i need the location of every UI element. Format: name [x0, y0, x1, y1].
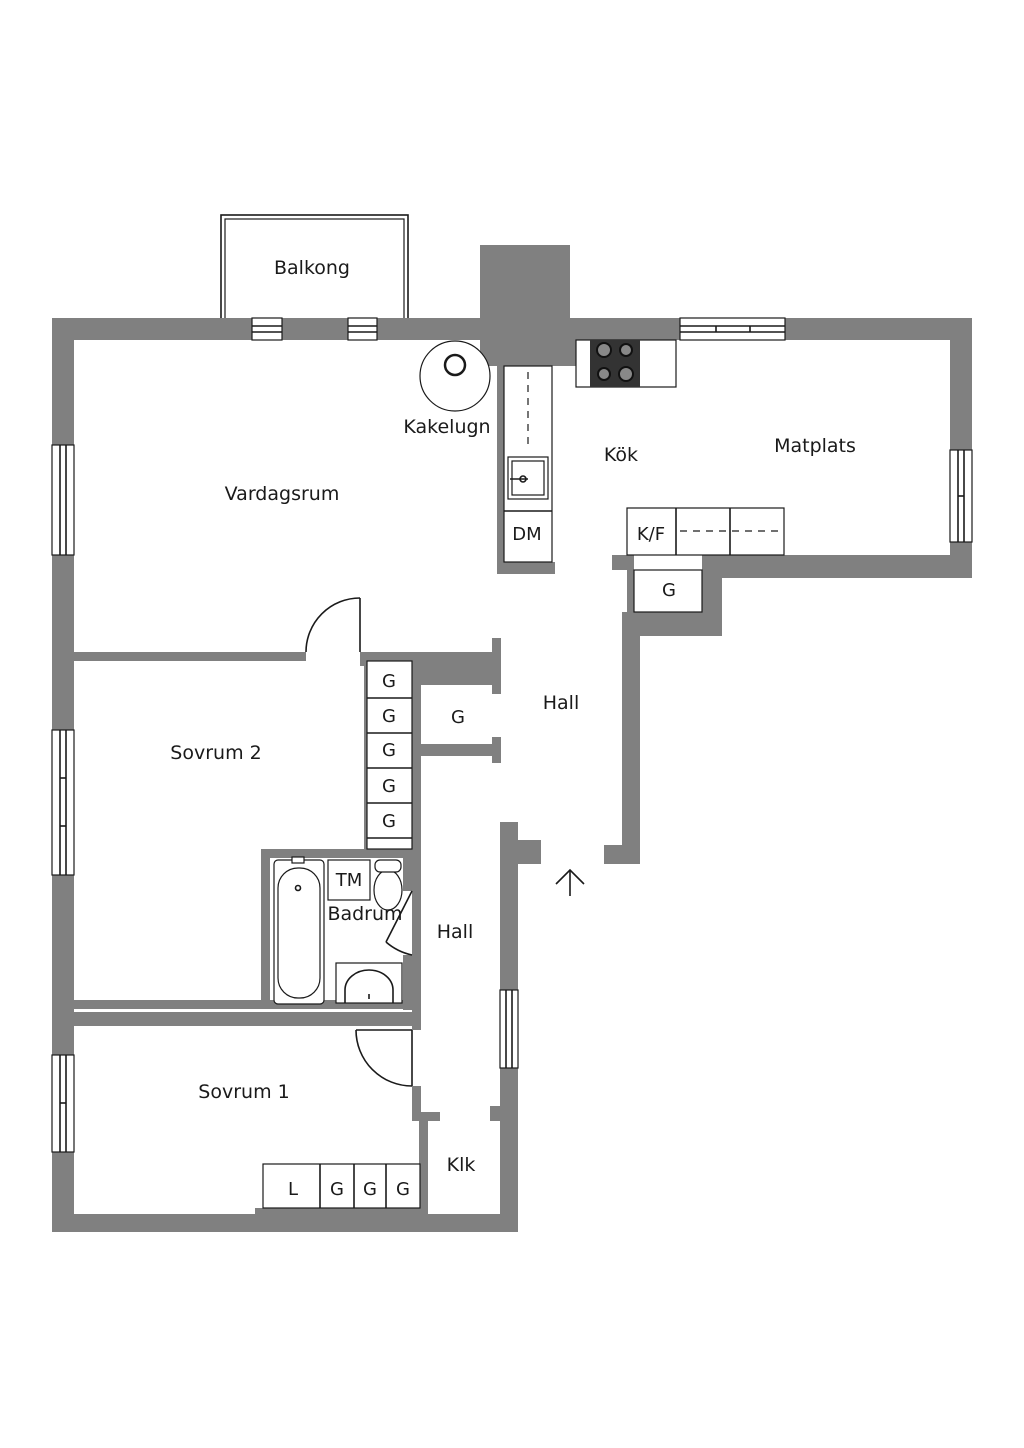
label-balcony: Balkong — [274, 257, 350, 279]
exterior-walls — [52, 318, 972, 1232]
label-bathroom: Badrum — [327, 903, 402, 925]
label-hall-lower: Hall — [437, 921, 474, 943]
label-hall-upper: Hall — [543, 692, 580, 714]
bathroom-fixtures — [273, 856, 403, 1005]
label-tiled-stove: Kakelugn — [403, 416, 490, 438]
label-wardrobe-5: G — [382, 811, 396, 832]
label-kitchen: Kök — [604, 444, 638, 466]
interior-walls — [74, 366, 634, 1216]
label-closet-b1: G — [330, 1179, 344, 1200]
label-wardrobe-1: G — [382, 671, 396, 692]
label-linen: L — [288, 1179, 298, 1200]
label-walk-in-closet: Klk — [447, 1154, 476, 1176]
label-closet-b3: G — [396, 1179, 410, 1200]
label-bedroom-2: Sovrum 2 — [170, 742, 261, 764]
label-closet-b2: G — [363, 1179, 377, 1200]
label-closet-hall: G — [451, 707, 465, 728]
wardrobes — [262, 569, 703, 1209]
label-wardrobe-4: G — [382, 776, 396, 797]
kitchen-fixtures — [419, 339, 785, 563]
windows — [51, 317, 973, 1153]
label-closet-kitchen: G — [662, 580, 676, 601]
label-dining: Matplats — [774, 435, 856, 457]
label-bedroom-1: Sovrum 1 — [198, 1081, 289, 1103]
label-living-room: Vardagsrum — [225, 483, 340, 505]
label-washer: TM — [335, 870, 363, 891]
room-labels: Balkong Kakelugn Vardagsrum Kök Matplats… — [170, 257, 856, 1200]
label-fridge: K/F — [637, 524, 665, 545]
label-wardrobe-2: G — [382, 706, 396, 727]
doors — [305, 597, 585, 1087]
label-wardrobe-3: G — [382, 740, 396, 761]
label-dishwasher: DM — [512, 524, 541, 545]
